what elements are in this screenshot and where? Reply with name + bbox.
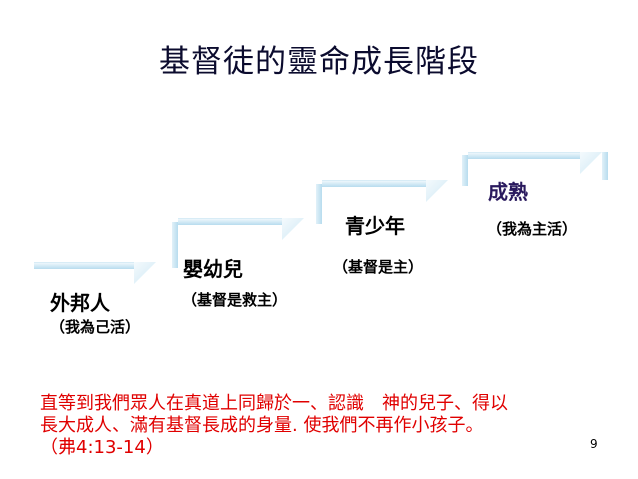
stage-note-gentile: （我為己活） bbox=[50, 318, 141, 336]
stair-riser-3 bbox=[462, 155, 468, 186]
stair-riser-4 bbox=[602, 152, 608, 180]
stage-label-mature: 成熟 bbox=[488, 180, 528, 204]
stage-label-youth: 青少年 bbox=[345, 214, 405, 238]
stage-note-youth: （基督是主） bbox=[333, 258, 424, 276]
verse-line-2: 長大成人、滿有基督長成的身量. 使我們不再作小孩子。 bbox=[40, 415, 484, 436]
stair-riser-1 bbox=[172, 222, 178, 268]
stair-step-4 bbox=[468, 152, 580, 159]
stage-note-infant: （基督是救主） bbox=[182, 291, 288, 309]
page-number: 9 bbox=[590, 437, 598, 451]
slide-title: 基督徒的靈命成長階段 bbox=[159, 44, 479, 80]
stair-step-3 bbox=[322, 180, 426, 187]
stair-step-1 bbox=[34, 262, 134, 269]
verse-reference: （弗4:13-14） bbox=[40, 437, 164, 458]
stair-step-2 bbox=[178, 218, 282, 225]
verse-line-1: 直等到我們眾人在真道上同歸於一、認識 神的兒子、得以 bbox=[40, 393, 508, 414]
stage-label-gentile: 外邦人 bbox=[50, 291, 110, 315]
bible-verse: 直等到我們眾人在真道上同歸於一、認識 神的兒子、得以 長大成人、滿有基督長成的身… bbox=[40, 393, 600, 459]
stage-note-mature: （我為主活） bbox=[487, 220, 578, 238]
stage-label-infant: 嬰幼兒 bbox=[183, 257, 243, 281]
stair-riser-2 bbox=[316, 184, 322, 224]
